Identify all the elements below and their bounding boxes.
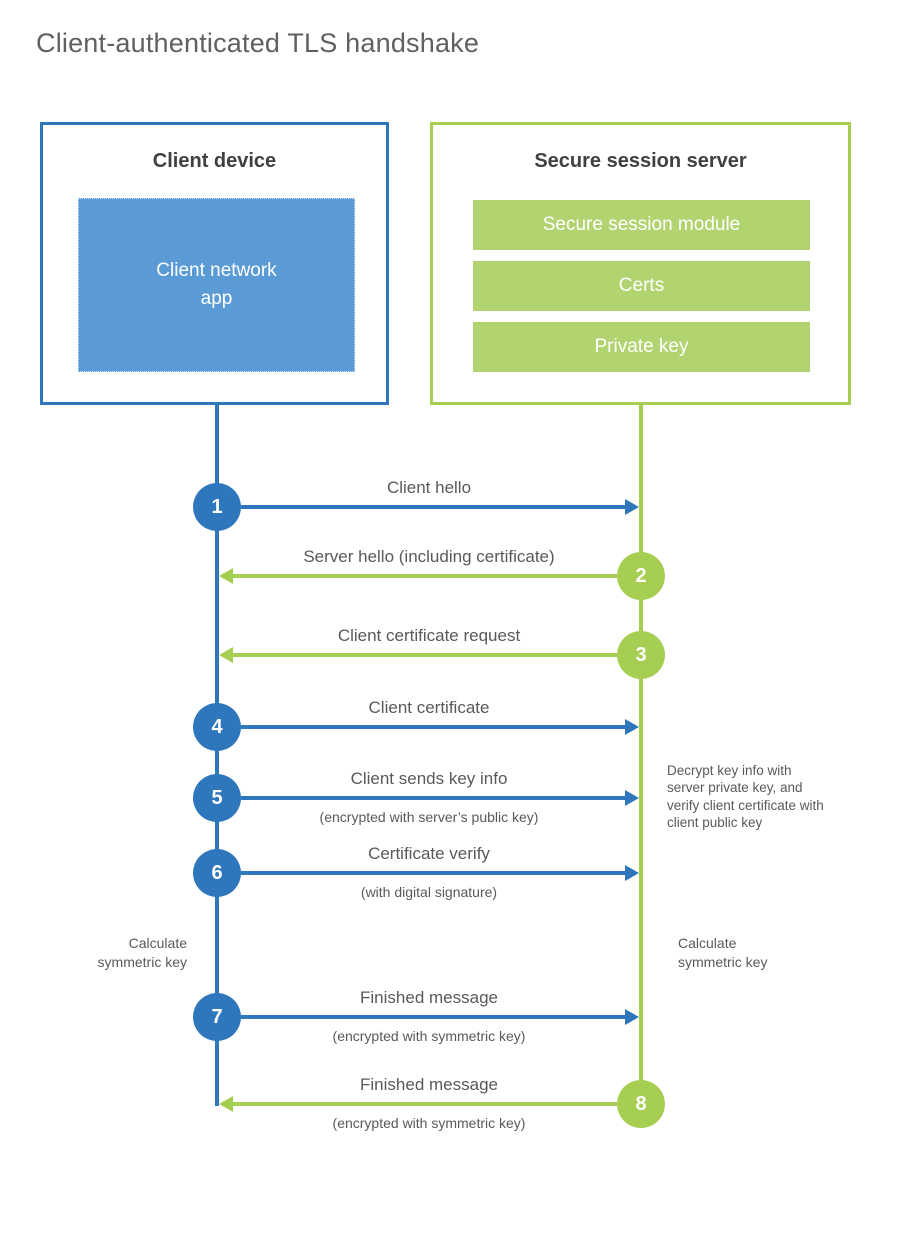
client-device-title: Client device bbox=[152, 150, 277, 172]
step-5-number-badge: 5 bbox=[193, 774, 241, 822]
calculate-symmetric-key-client: Calculate symmetric key bbox=[97, 935, 187, 970]
step-2-label: Server hello (including certificate) bbox=[303, 547, 555, 566]
client-network-app-box: Client network app bbox=[78, 198, 355, 372]
step-4-arrow-right bbox=[241, 719, 639, 735]
step-7-arrow-right bbox=[241, 1009, 639, 1025]
step-1-number-badge: 1 bbox=[193, 483, 241, 531]
step-6-number-badge: 6 bbox=[193, 849, 241, 897]
step-5-label: Client sends key info bbox=[350, 769, 508, 788]
server-module-private-key: Private key bbox=[473, 322, 810, 372]
step-8-arrow-left bbox=[219, 1096, 617, 1112]
client-device-box: Client device Client network app bbox=[40, 122, 389, 405]
step-6-arrow-right bbox=[241, 865, 639, 881]
step-4-number-badge: 4 bbox=[193, 703, 241, 751]
step-7-label: Finished message bbox=[360, 988, 498, 1007]
secure-session-server-box: Secure session server Secure session mod… bbox=[430, 122, 851, 405]
decrypt-note: Decrypt key info with server private key… bbox=[667, 763, 824, 830]
client-network-app-label: Client network app bbox=[156, 259, 277, 310]
step-2-arrow-left bbox=[219, 568, 617, 584]
calculate-symmetric-key-server: Calculate symmetric key bbox=[678, 935, 768, 970]
server-lifeline bbox=[639, 404, 643, 1106]
step-3-number-badge: 3 bbox=[617, 631, 665, 679]
step-7-sublabel: (encrypted with symmetric key) bbox=[332, 1028, 526, 1044]
step-3-label: Client certificate request bbox=[337, 626, 521, 645]
server-module-certs: Certs bbox=[473, 261, 810, 311]
step-5-sublabel: (encrypted with server’s public key) bbox=[319, 809, 539, 825]
server-module-secure-session-module: Secure session module bbox=[473, 200, 810, 250]
step-1-arrow-right bbox=[241, 499, 639, 515]
client-lifeline bbox=[215, 404, 219, 1106]
step-6-sublabel: (with digital signature) bbox=[360, 884, 498, 900]
step-7-number-badge: 7 bbox=[193, 993, 241, 1041]
step-3-arrow-left bbox=[219, 647, 617, 663]
step-2-number-badge: 2 bbox=[617, 552, 665, 600]
step-6-label: Certificate verify bbox=[368, 844, 490, 863]
step-8-sublabel: (encrypted with symmetric key) bbox=[332, 1115, 526, 1131]
step-4-label: Client certificate bbox=[368, 698, 490, 717]
step-1-label: Client hello bbox=[386, 478, 472, 497]
step-8-number-badge: 8 bbox=[617, 1080, 665, 1128]
server-title: Secure session server bbox=[534, 150, 747, 172]
step-8-label: Finished message bbox=[360, 1075, 498, 1094]
page-title: Client-authenticated TLS handshake bbox=[36, 28, 480, 58]
step-5-arrow-right bbox=[241, 790, 639, 806]
